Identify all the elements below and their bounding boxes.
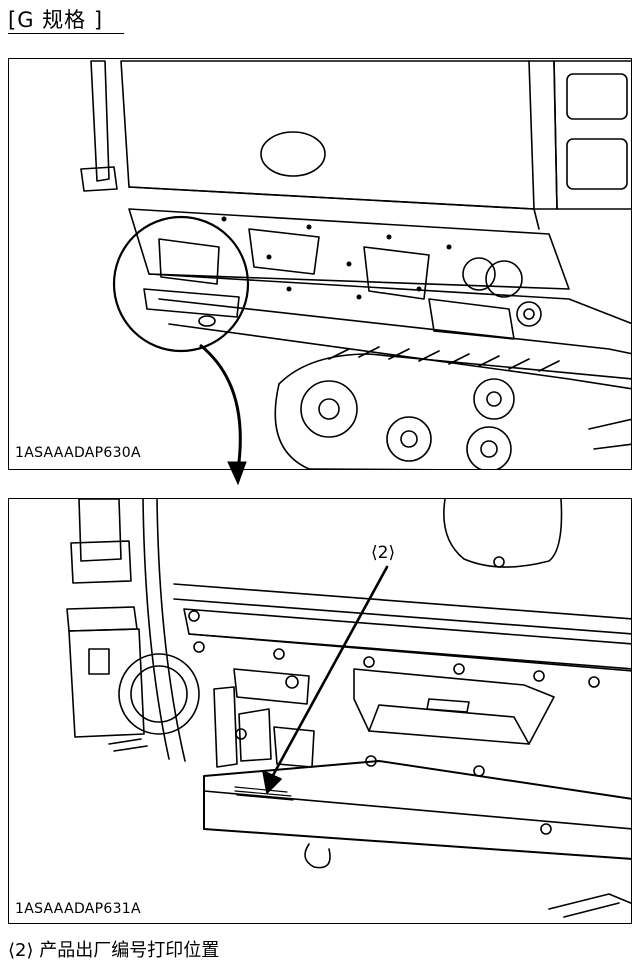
- figure-caption: ⟨2⟩ 产品出厂编号打印位置: [8, 940, 220, 961]
- callout-label-2: ⟨2⟩: [371, 543, 396, 563]
- plate-detail-drawing: [66, 499, 631, 918]
- figure-code-detail: 1ASAAADAP631A: [13, 901, 143, 917]
- header-underline: [8, 33, 124, 34]
- figure-overview: 1ASAAADAP630A: [8, 58, 632, 470]
- figure-detail: ⟨2⟩ 1ASAAADAP631A: [8, 498, 632, 924]
- machine-overview-drawing: [80, 60, 631, 469]
- figure-code-overview: 1ASAAADAP630A: [13, 445, 143, 461]
- page-header-title: [G 规格 ]: [8, 8, 104, 32]
